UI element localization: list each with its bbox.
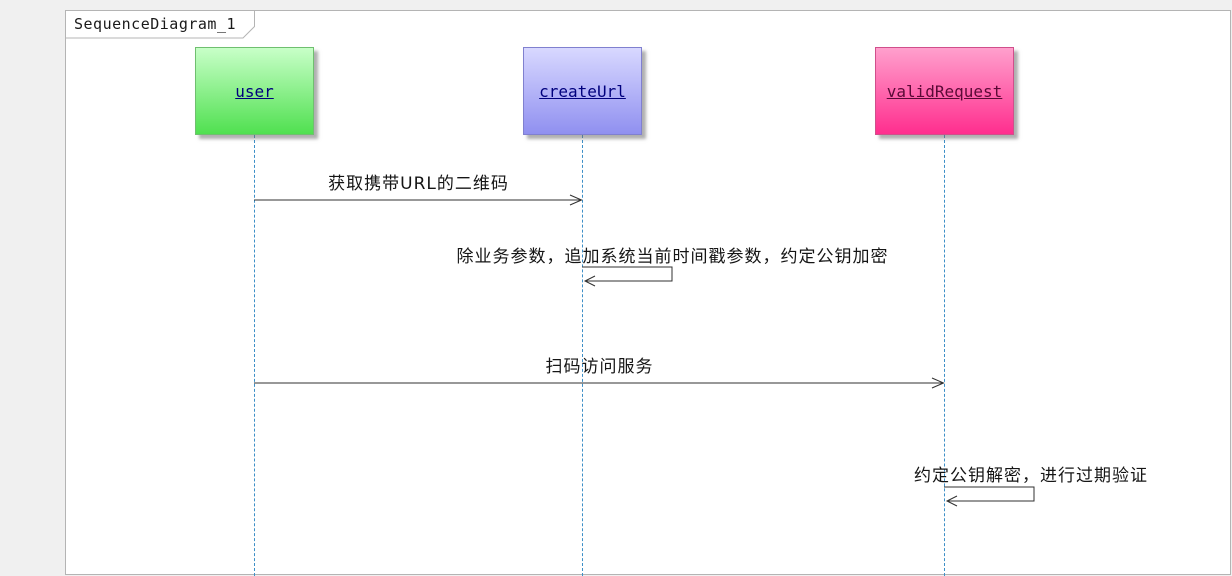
message-1-arrow bbox=[254, 194, 583, 206]
title-tab-shape bbox=[65, 10, 255, 39]
lifeline-validrequest bbox=[944, 135, 945, 576]
message-1: 获取携带URL的二维码 bbox=[254, 174, 583, 206]
actor-createurl-label: createUrl bbox=[539, 81, 626, 101]
message-2-label: 除业务参数，追加系统当前时间戳参数，约定公钥加密 bbox=[456, 247, 889, 267]
message-3-arrow bbox=[254, 377, 945, 389]
message-3: 扫码访问服务 bbox=[254, 357, 945, 389]
message-4-self-arrow bbox=[944, 486, 1035, 507]
actor-validrequest[interactable]: validRequest bbox=[875, 47, 1014, 135]
message-4-label: 约定公钥解密，进行过期验证 bbox=[914, 466, 1148, 486]
message-1-label: 获取携带URL的二维码 bbox=[328, 174, 509, 194]
lifeline-user bbox=[254, 135, 255, 576]
diagram-title-tab: SequenceDiagram_1 bbox=[65, 10, 257, 39]
actor-user[interactable]: user bbox=[195, 47, 314, 135]
lifeline-createurl bbox=[582, 135, 583, 576]
actor-user-label: user bbox=[235, 81, 274, 101]
actor-createurl[interactable]: createUrl bbox=[523, 47, 642, 135]
message-2-self-arrow bbox=[582, 266, 673, 287]
diagram-title: SequenceDiagram_1 bbox=[74, 15, 237, 33]
message-3-label: 扫码访问服务 bbox=[545, 357, 654, 377]
actor-validrequest-label: validRequest bbox=[886, 81, 1003, 101]
